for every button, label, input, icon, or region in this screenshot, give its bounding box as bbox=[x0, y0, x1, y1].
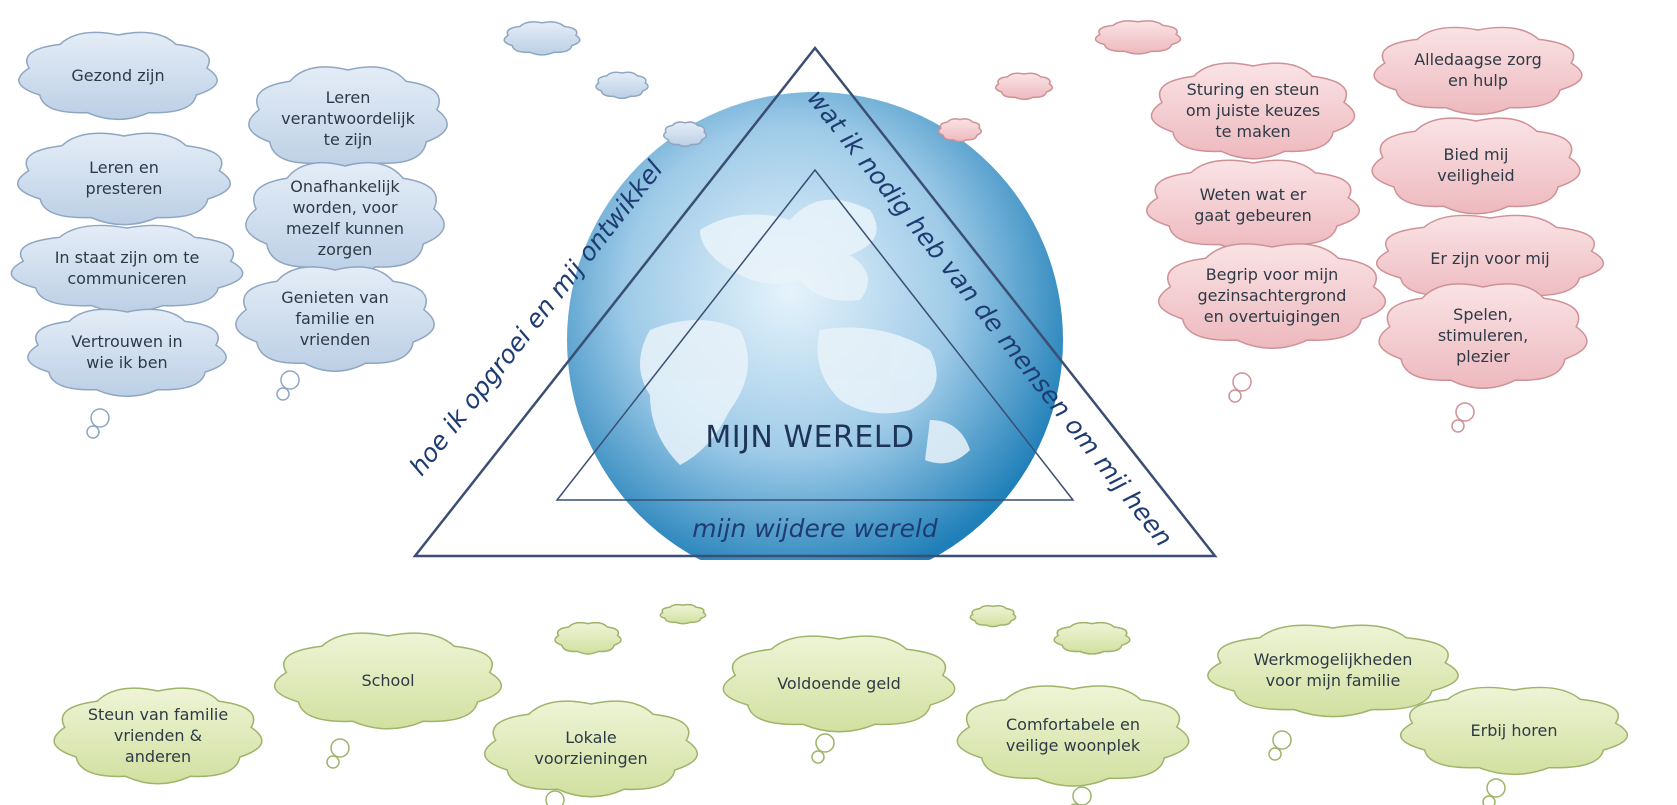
needs-cloud-label: Alledaagse zorg en hulp bbox=[1414, 50, 1542, 90]
small-thought-cloud bbox=[554, 621, 622, 655]
thought-bubble-tail bbox=[276, 387, 290, 401]
thought-bubble-tail bbox=[90, 408, 110, 428]
triangle-bottom-label: mijn wijdere wereld bbox=[692, 514, 938, 543]
thought-bubble-tail bbox=[815, 733, 835, 753]
development-cloud bbox=[27, 308, 227, 398]
small-thought-cloud bbox=[1053, 621, 1131, 655]
thought-bubble-tail bbox=[1486, 778, 1506, 798]
thought-bubble-tail bbox=[1272, 730, 1292, 750]
needs-cloud-label: Spelen, stimuleren, plezier bbox=[1437, 304, 1529, 366]
needs-cloud-label: Begrip voor mijn gezinsachtergrond en ov… bbox=[1197, 264, 1347, 326]
development-cloud-label: Onafhankelijk worden, voor mezelf kunnen… bbox=[285, 177, 404, 259]
small-thought-cloud bbox=[595, 71, 649, 100]
wider-world-cloud-label: School bbox=[361, 670, 415, 690]
thought-bubble-tail bbox=[811, 750, 825, 764]
thought-bubble-tail bbox=[280, 370, 300, 390]
small-thought-cloud bbox=[994, 72, 1054, 101]
thought-bubble-tail bbox=[1482, 795, 1496, 805]
needs-cloud bbox=[1378, 283, 1588, 389]
thought-bubble-tail bbox=[1455, 402, 1475, 422]
small-thought-cloud bbox=[937, 118, 983, 143]
wider-world-cloud bbox=[722, 635, 956, 733]
development-cloud-label: Genieten van familie en vrienden bbox=[281, 287, 389, 349]
thought-bubble-tail bbox=[1072, 786, 1092, 805]
wider-world-cloud bbox=[1207, 624, 1459, 718]
thought-bubble-tail bbox=[326, 755, 340, 769]
triangle-frame bbox=[412, 45, 1218, 558]
small-thought-cloud bbox=[659, 603, 707, 625]
development-cloud-label: Vertrouwen in wie ik ben bbox=[71, 332, 183, 372]
small-thought-cloud bbox=[969, 605, 1017, 628]
wider-world-cloud bbox=[1400, 686, 1628, 776]
wider-world-cloud-label: Erbij horen bbox=[1470, 720, 1558, 740]
development-cloud-label: In staat zijn om te communiceren bbox=[54, 248, 200, 288]
small-thought-cloud bbox=[503, 21, 581, 56]
wider-world-cloud-label: Steun van familie vrienden & anderen bbox=[87, 704, 229, 766]
thought-bubble-tail bbox=[1268, 747, 1282, 761]
needs-cloud bbox=[1371, 117, 1581, 215]
thought-bubble-tail bbox=[545, 790, 565, 805]
wider-world-cloud bbox=[274, 632, 502, 730]
wider-world-cloud-label: Lokale voorzieningen bbox=[534, 728, 648, 768]
development-cloud bbox=[18, 31, 218, 121]
development-cloud-label: Gezond zijn bbox=[71, 65, 165, 85]
development-cloud-label: Leren verantwoordelijk te zijn bbox=[281, 87, 415, 149]
wider-world-cloud-label: Comfortabele en veilige woonplek bbox=[1005, 715, 1141, 755]
center-title: MIJN WERELD bbox=[705, 420, 915, 455]
needs-cloud-label: Bied mij veiligheid bbox=[1437, 145, 1515, 185]
needs-cloud bbox=[1373, 26, 1583, 116]
thought-bubble-tail bbox=[1228, 389, 1242, 403]
small-thought-cloud bbox=[662, 121, 708, 148]
thought-bubble-tail bbox=[330, 738, 350, 758]
wider-world-cloud-label: Voldoende geld bbox=[777, 673, 901, 693]
needs-cloud-label: Sturing en steun om juiste keuzes te mak… bbox=[1185, 79, 1321, 141]
globe bbox=[555, 92, 1075, 588]
thought-bubble-tail bbox=[1232, 372, 1252, 392]
thought-bubble-tail bbox=[86, 425, 100, 439]
thought-bubble-tail bbox=[1451, 419, 1465, 433]
needs-cloud bbox=[1158, 243, 1386, 349]
development-cloud bbox=[235, 266, 435, 372]
wider-world-cloud bbox=[484, 700, 698, 798]
development-cloud bbox=[17, 132, 231, 226]
small-thought-cloud bbox=[1094, 20, 1182, 55]
needs-cloud bbox=[1150, 62, 1356, 160]
needs-cloud-label: Er zijn voor mij bbox=[1430, 248, 1550, 268]
wider-world-cloud-label: Werkmogelijkheden voor mijn familie bbox=[1253, 650, 1413, 690]
development-cloud-label: Leren en presteren bbox=[85, 158, 163, 198]
wider-world-cloud bbox=[53, 687, 263, 785]
wider-world-cloud bbox=[956, 685, 1190, 787]
needs-cloud-label: Weten wat er gaat gebeuren bbox=[1194, 185, 1312, 225]
